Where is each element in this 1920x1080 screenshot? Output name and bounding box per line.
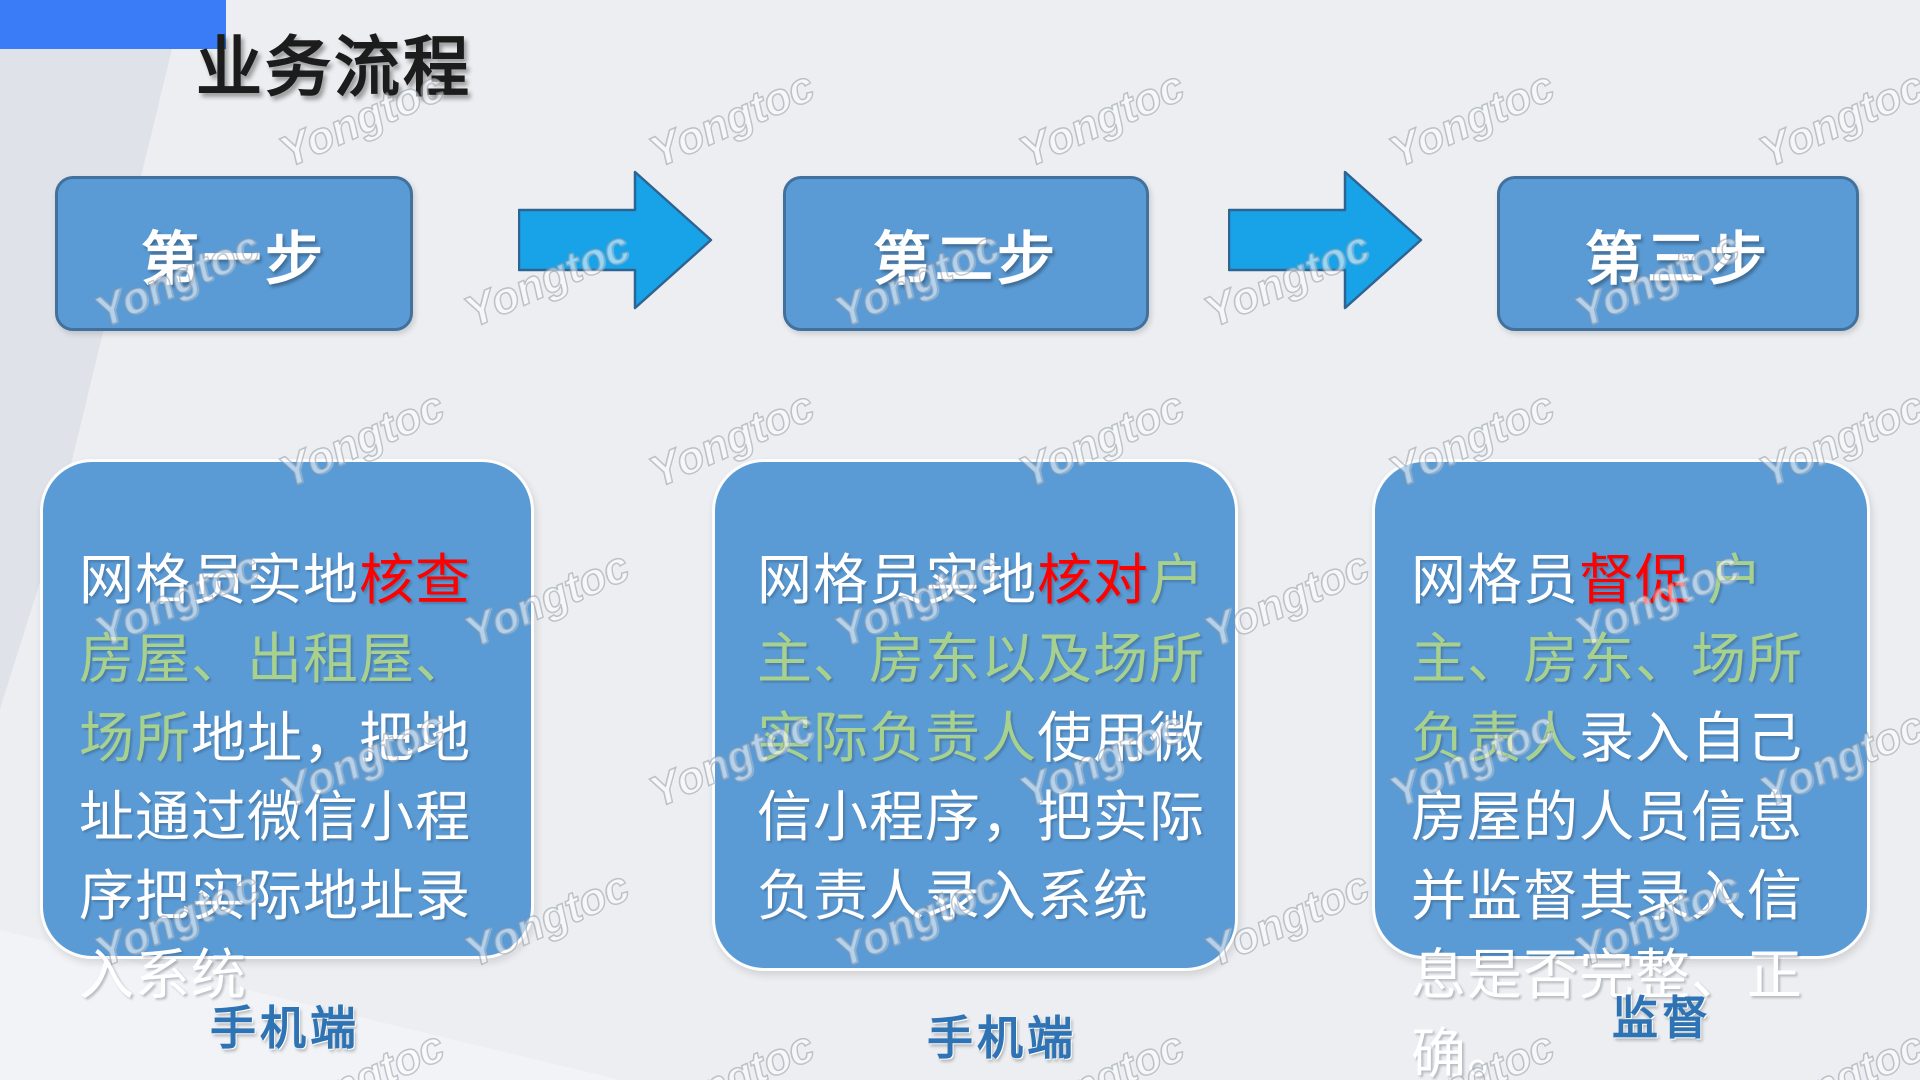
step-1-box: 第一步	[55, 176, 413, 331]
card-text-segment-white: 地址，把地址通过微信小程序把实际地址录入系统	[79, 707, 472, 1006]
right-arrow-icon	[1228, 170, 1423, 310]
step-3-label: 第三步	[1584, 226, 1771, 292]
card-text-segment-red: 督促	[1579, 549, 1692, 611]
card-2-footer-label: 手机端	[927, 1012, 1077, 1064]
right-arrow-icon	[518, 170, 713, 310]
watermark-text: Yongtoc	[1012, 61, 1193, 178]
card-text-segment-green: 户主、房东、场所负责人	[1411, 549, 1804, 769]
header-accent-bar	[0, 0, 226, 49]
card-text-segment-white: 录入自己房屋的人员信息并监督其录入信息是否完整、正确。	[1411, 707, 1804, 1080]
card-1-footer-label: 手机端	[210, 1002, 360, 1054]
step-2-label: 第二步	[872, 226, 1059, 292]
card-text-segment-green: 房屋、出租屋、场所	[79, 628, 472, 769]
card-text-segment-white: 使用微信小程序，把实际负责人录入系统	[757, 707, 1206, 927]
card-text-segment-white: 网格员实地	[757, 549, 1038, 611]
step-2-box: 第二步	[783, 176, 1149, 331]
process-card-2: 网格员实地核对户主、房东以及场所实际负责人使用微信小程序，把实际负责人录入系统	[712, 459, 1238, 971]
card-text-segment-green: 户主、房东以及场所实际负责人	[757, 549, 1206, 769]
process-card-3-text: 网格员督促 户主、房东、场所负责人录入自己房屋的人员信息并监督其录入信息是否完整…	[1411, 541, 1855, 1080]
watermark-text: Yongtoc	[1382, 61, 1563, 178]
card-text-segment-red: 核查	[359, 549, 472, 611]
process-card-2-text: 网格员实地核对户主、房东以及场所实际负责人使用微信小程序，把实际负责人录入系统	[757, 541, 1223, 936]
card-text-segment-white: 网格员	[1411, 549, 1580, 611]
card-text-segment-red: 核对	[1037, 549, 1150, 611]
page-title: 业务流程	[196, 30, 472, 104]
card-3-footer-label: 监督	[1612, 992, 1712, 1044]
watermark-text: Yongtoc	[642, 1021, 823, 1080]
step-3-box: 第三步	[1497, 176, 1859, 331]
process-card-3: 网格员督促 户主、房东、场所负责人录入自己房屋的人员信息并监督其录入信息是否完整…	[1372, 459, 1870, 1080]
process-card-1-text: 网格员实地核查房屋、出租屋、场所地址，把地址通过微信小程序把实际地址录入系统	[79, 541, 519, 1015]
watermark-text: Yongtoc	[642, 61, 823, 178]
step-1-label: 第一步	[140, 226, 327, 292]
watermark-text: Yongtoc	[1752, 61, 1920, 178]
process-card-1: 网格员实地核查房屋、出租屋、场所地址，把地址通过微信小程序把实际地址录入系统	[40, 459, 534, 1006]
card-text-segment-white: 网格员实地	[79, 549, 360, 611]
